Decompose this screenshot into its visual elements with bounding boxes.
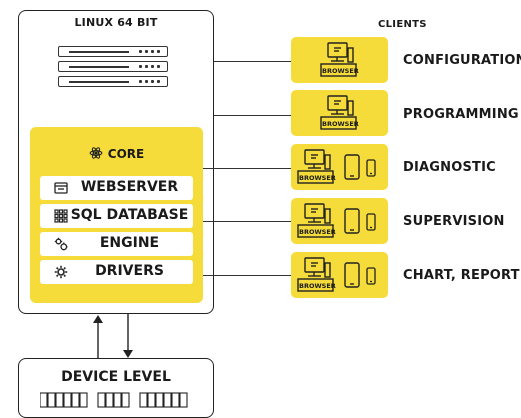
component-label: SQL DATABASE [70,207,189,223]
atom-icon [89,147,103,159]
gear-icon [54,265,68,279]
client-label-supervision: SUPERVISION [403,214,505,229]
browser-label: BROWSER [322,120,359,128]
phone-icon [366,213,376,231]
client-label-programming: PROGRAMMING [403,107,519,122]
bidirectional-arrows [93,314,133,360]
client-box-supervision: BROWSER [291,198,388,244]
client-box-chart-report: BROWSER [291,252,388,298]
clients-title: CLIENTS [378,19,427,30]
browser-label: BROWSER [299,282,336,290]
phone-icon [366,267,376,285]
client-label-configuration: CONFIGURATION [403,53,521,68]
io-modules-icon [40,392,188,408]
phone-icon [366,159,376,177]
desktop-browser-icon [297,149,334,184]
device-level-box [18,358,214,418]
connector-line [214,115,291,117]
connector-line [203,221,291,223]
tablet-icon [344,208,360,234]
core-title-label: CORE [107,147,145,161]
client-box-diagnostic: BROWSER [291,144,388,190]
component-label: WEBSERVER [80,179,179,195]
desktop-browser-icon [320,95,357,130]
tablet-icon [344,154,360,180]
linux-title: LINUX 64 BIT [74,16,158,29]
client-box-configuration: BROWSER [291,37,388,83]
component-sql-database: SQL DATABASE [40,204,193,228]
client-label-chart-report: CHART, REPORT [403,268,520,283]
device-level-title: DEVICE LEVEL [61,369,171,385]
component-drivers: DRIVERS [40,260,193,284]
desktop-browser-icon [297,203,334,238]
browser-label: BROWSER [299,174,336,182]
component-label: DRIVERS [95,263,164,279]
gears-icon [54,237,68,251]
core-title: CORE [30,146,203,161]
component-engine: ENGINE [40,232,193,256]
component-label: ENGINE [99,235,160,251]
tablet-icon [344,262,360,288]
database-grid-icon [54,209,68,223]
browser-label: BROWSER [322,67,359,75]
connector-line [214,61,291,63]
browser-label: BROWSER [299,228,336,236]
desktop-browser-icon [320,42,357,77]
browser-window-icon [54,182,68,194]
component-webserver: WEBSERVER [40,176,193,200]
client-label-diagnostic: DIAGNOSTIC [403,160,496,175]
connector-line [203,168,291,170]
desktop-browser-icon [297,257,334,292]
client-box-programming: BROWSER [291,90,388,136]
connector-line [203,275,291,277]
